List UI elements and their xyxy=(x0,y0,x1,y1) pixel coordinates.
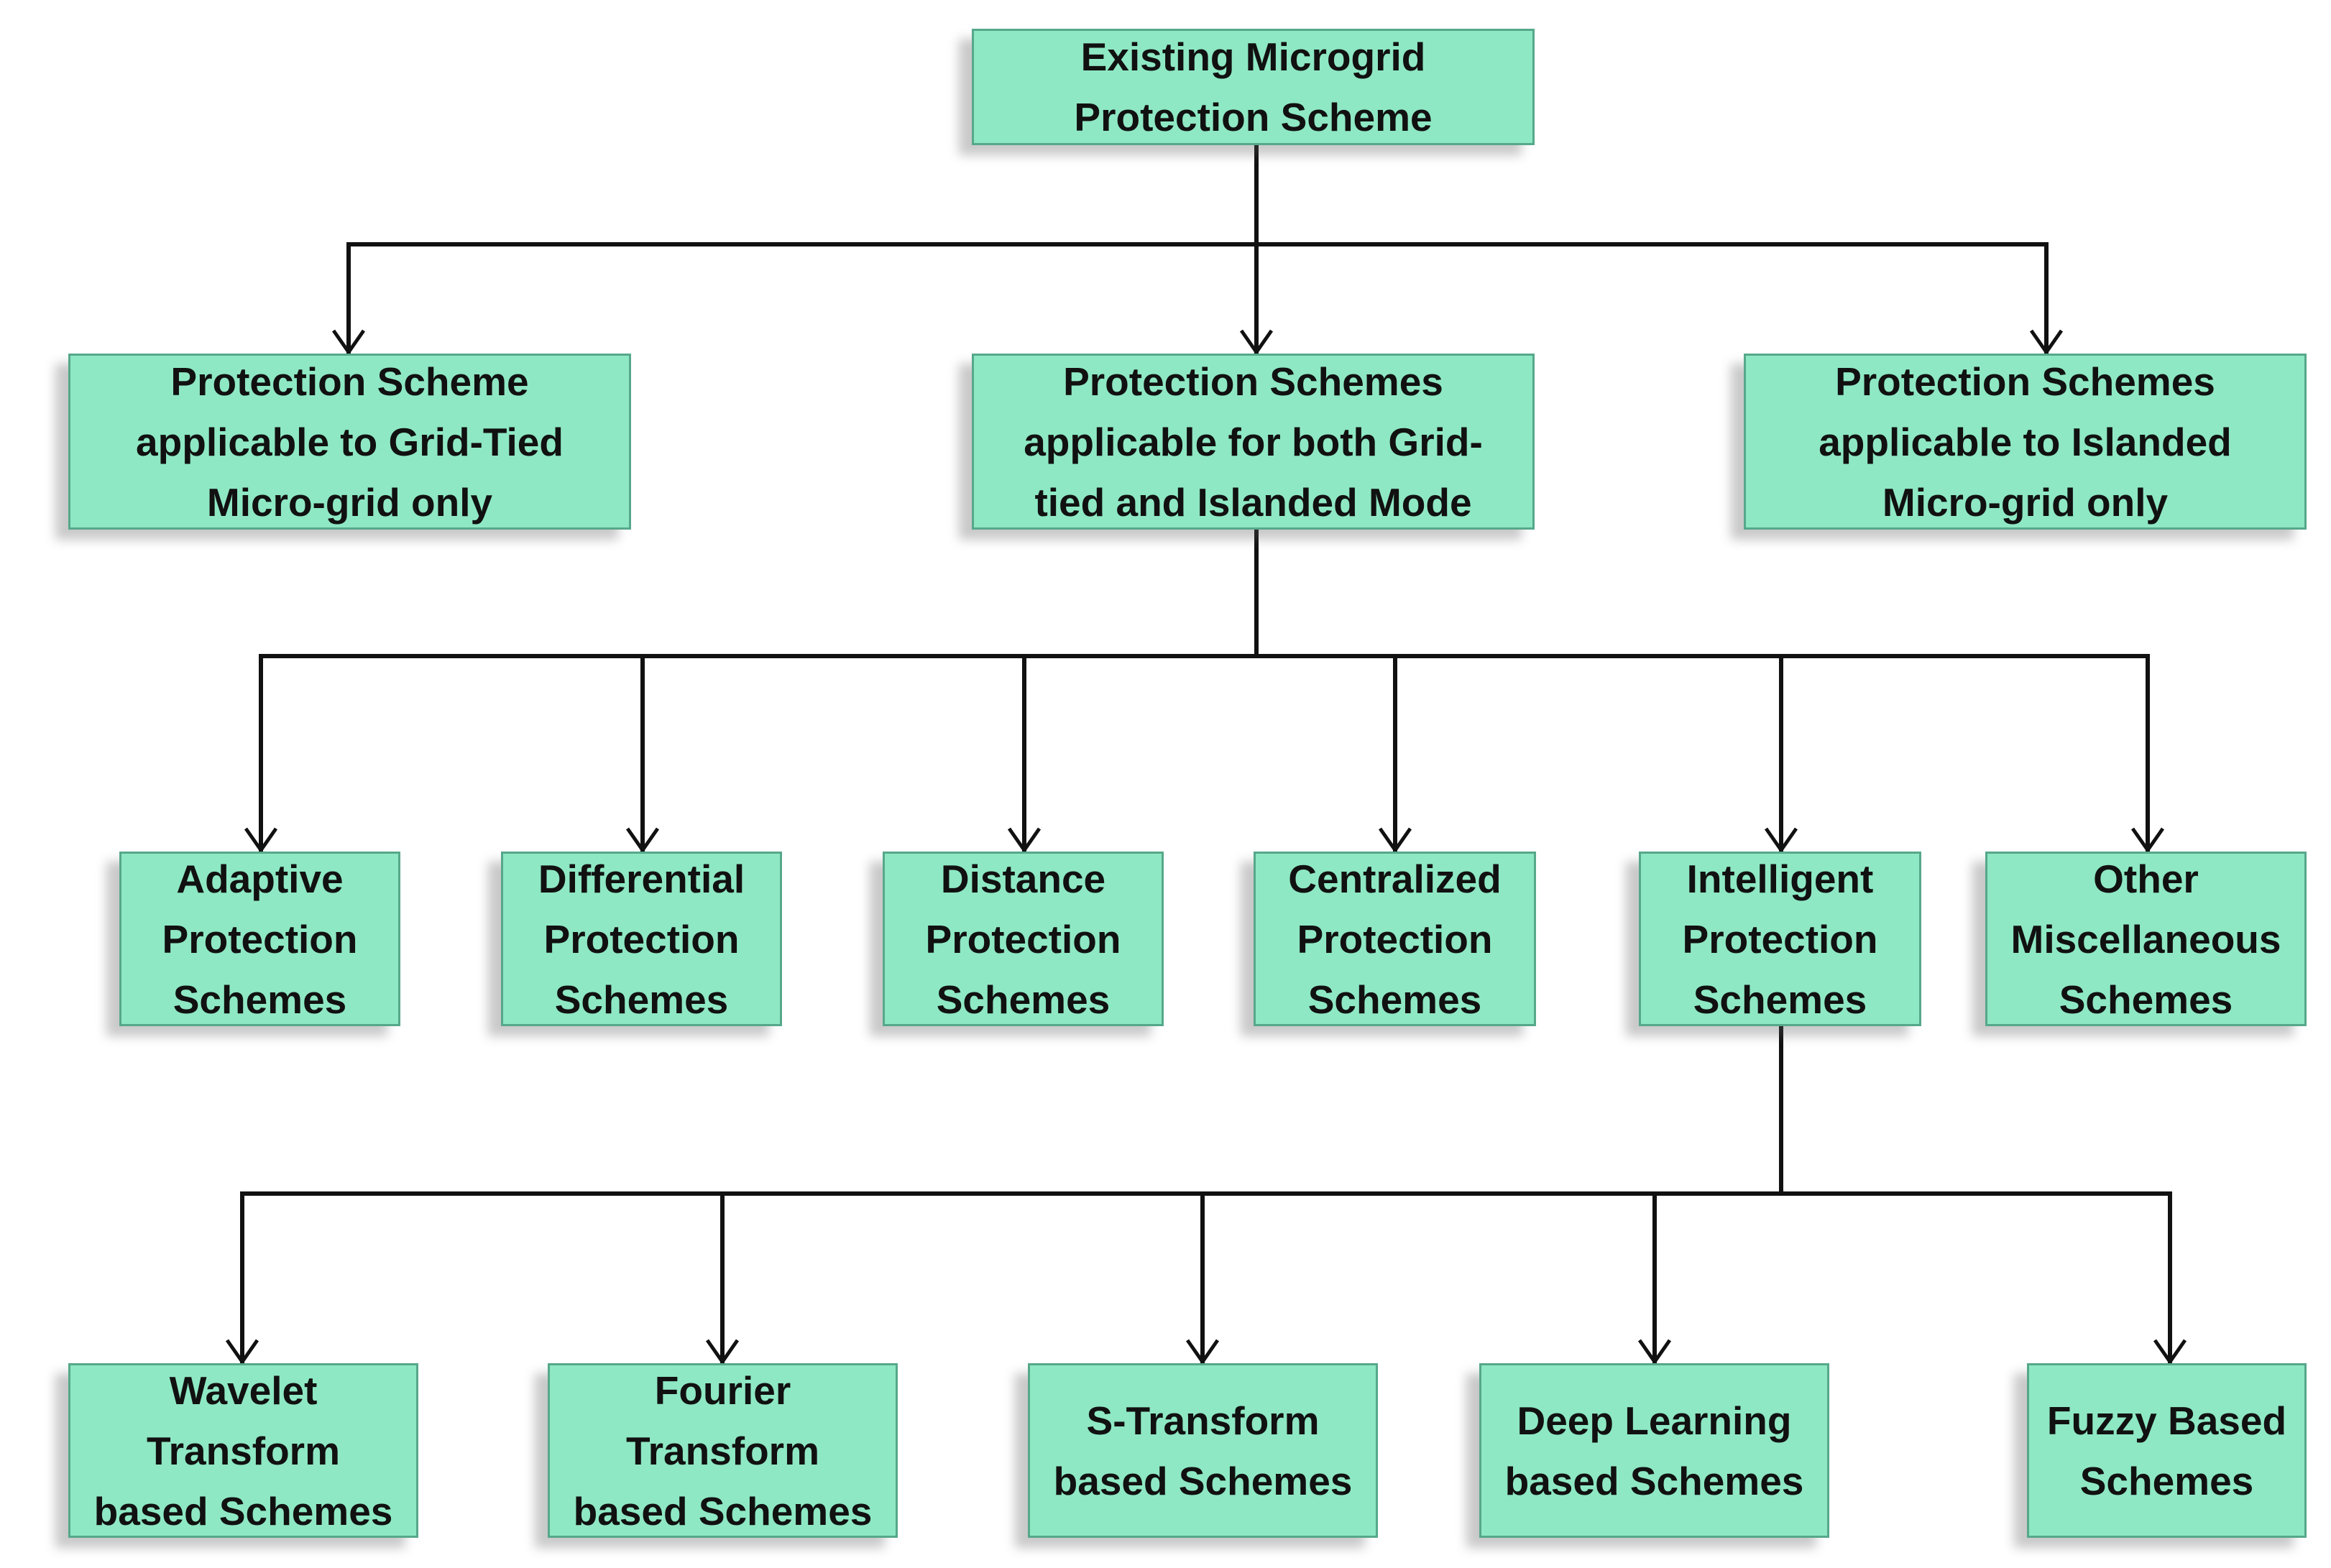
node-islanded-only: Protection Schemes applicable to Islande… xyxy=(1744,354,2307,530)
node-label: Wavelet Transform based Schemes xyxy=(93,1368,393,1534)
arrowhead-icon xyxy=(1764,827,1798,854)
arrowhead-icon xyxy=(1239,329,1274,356)
node-label: Existing Microgrid Protection Scheme xyxy=(1074,34,1433,139)
arrowhead-icon xyxy=(625,827,660,854)
node-fourier-transform: Fourier Transform based Schemes xyxy=(548,1363,898,1538)
node-fuzzy-based: Fuzzy Based Schemes xyxy=(2027,1363,2307,1538)
node-deep-learning: Deep Learning based Schemes xyxy=(1479,1363,1829,1538)
node-label: Protection Schemes applicable for both G… xyxy=(1024,359,1483,525)
node-label: Protection Scheme applicable to Grid-Tie… xyxy=(136,359,564,525)
arrowhead-icon xyxy=(331,329,366,356)
node-label: Centralized Protection Schemes xyxy=(1288,856,1502,1022)
node-distance-protection: Distance Protection Schemes xyxy=(883,852,1164,1026)
node-label: Fuzzy Based Schemes xyxy=(2046,1398,2287,1503)
node-label: Intelligent Protection Schemes xyxy=(1682,856,1878,1022)
node-label: Adaptive Protection Schemes xyxy=(162,856,358,1022)
arrowhead-icon xyxy=(705,1339,740,1365)
arrowhead-icon xyxy=(244,827,278,854)
node-label: Other Miscellaneous Schemes xyxy=(2010,856,2281,1022)
node-label: Protection Schemes applicable to Islande… xyxy=(1819,359,2232,525)
node-adaptive-protection: Adaptive Protection Schemes xyxy=(119,852,400,1026)
node-label: Fourier Transform based Schemes xyxy=(573,1368,873,1534)
node-label: Differential Protection Schemes xyxy=(538,856,745,1022)
arrowhead-icon xyxy=(1378,827,1412,854)
arrowhead-icon xyxy=(1007,827,1042,854)
node-label: Distance Protection Schemes xyxy=(925,856,1121,1022)
node-wavelet-transform: Wavelet Transform based Schemes xyxy=(68,1363,418,1538)
node-other-miscellaneous: Other Miscellaneous Schemes xyxy=(1985,852,2307,1026)
node-grid-tied-only: Protection Scheme applicable to Grid-Tie… xyxy=(68,354,631,530)
arrowhead-icon xyxy=(2029,329,2064,356)
arrowhead-icon xyxy=(2130,827,2165,854)
node-grid-tied-and-islanded: Protection Schemes applicable for both G… xyxy=(972,354,1535,530)
node-differential-protection: Differential Protection Schemes xyxy=(501,852,782,1026)
arrowhead-icon xyxy=(225,1339,259,1365)
node-centralized-protection: Centralized Protection Schemes xyxy=(1254,852,1536,1026)
arrowhead-icon xyxy=(2153,1339,2187,1365)
node-existing-microgrid-protection-scheme: Existing Microgrid Protection Scheme xyxy=(972,29,1535,145)
arrowhead-icon xyxy=(1185,1339,1220,1365)
node-intelligent-protection: Intelligent Protection Schemes xyxy=(1639,852,1921,1026)
node-label: Deep Learning based Schemes xyxy=(1504,1398,1804,1503)
arrowhead-icon xyxy=(1637,1339,1672,1365)
node-label: S-Transform based Schemes xyxy=(1053,1398,1353,1503)
node-s-transform: S-Transform based Schemes xyxy=(1028,1363,1378,1538)
